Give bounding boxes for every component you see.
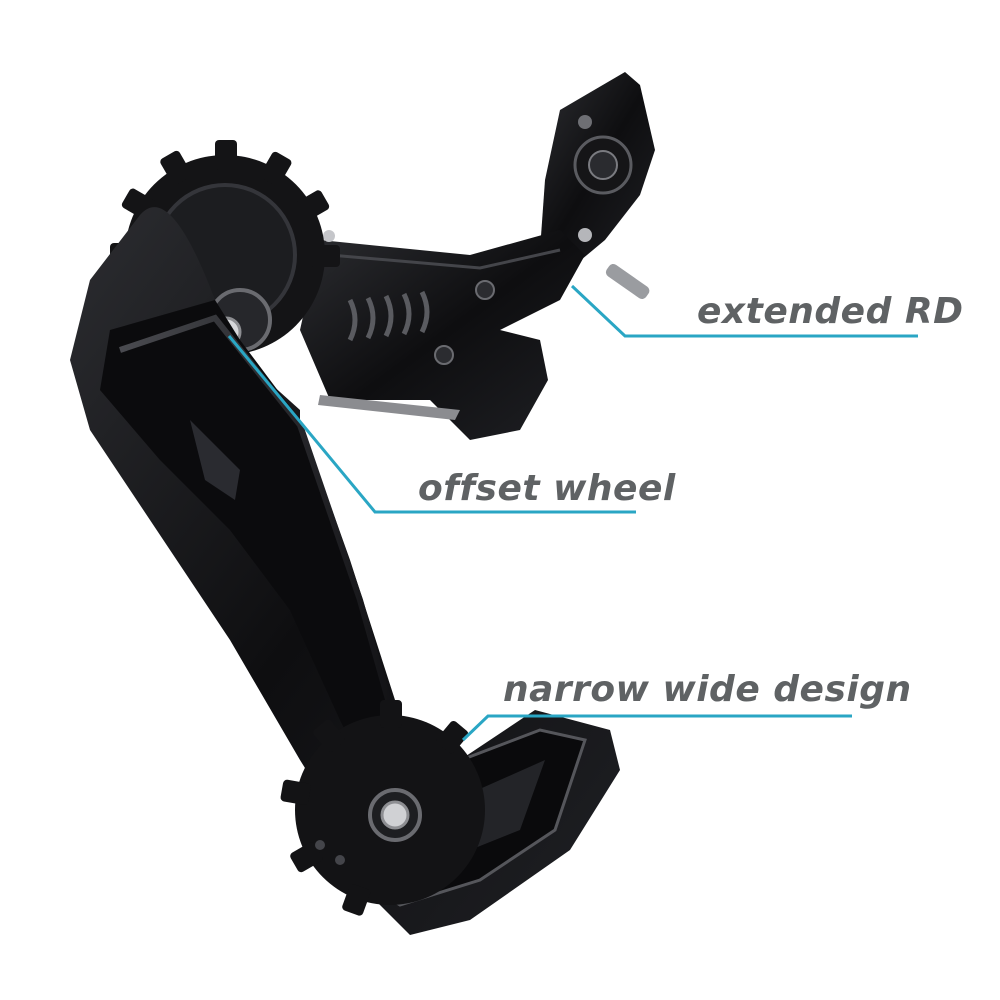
callout-narrow-wide-design: narrow wide design: [503, 669, 912, 710]
lower-pulley-wheel: [280, 700, 485, 916]
leader-line-offset-wheel: [227, 335, 636, 514]
callout-offset-wheel: offset wheel: [418, 468, 676, 509]
leader-line-extended-rd: [570, 284, 918, 338]
leader-line-narrow-wide-design: [461, 714, 852, 742]
parallelogram-linkage: [300, 230, 585, 440]
leader-lines: [227, 284, 918, 742]
mounting-bracket: [540, 72, 655, 300]
tension-spring: [347, 290, 430, 342]
callout-extended-rd: extended RD: [697, 291, 964, 332]
